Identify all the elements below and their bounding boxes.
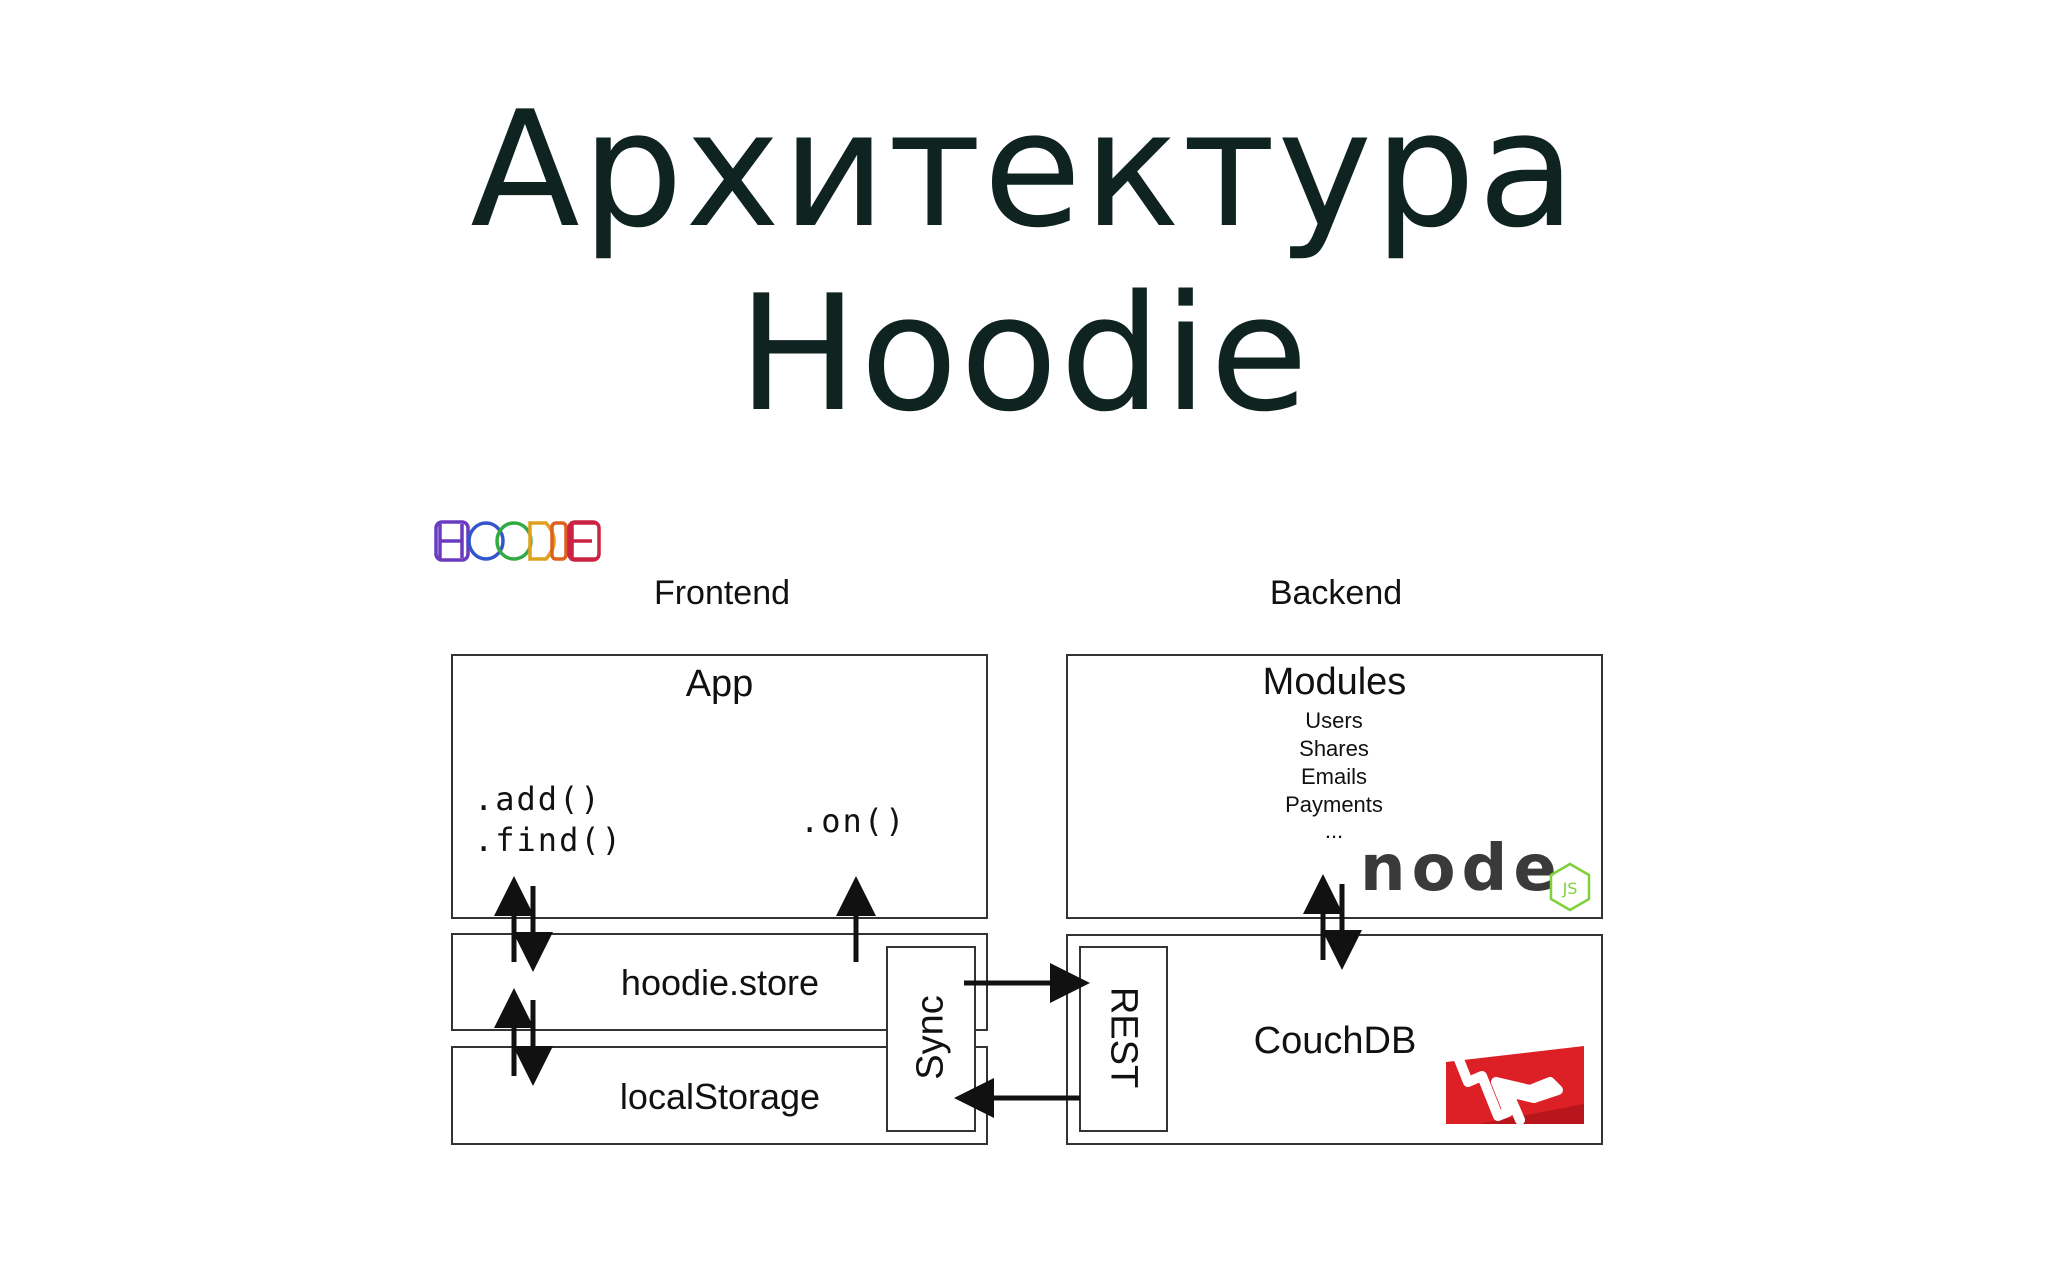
js-badge-text: JS <box>1562 879 1578 898</box>
frontend-label: Frontend <box>653 574 791 612</box>
app-box <box>451 654 988 919</box>
sync-label: Sync <box>909 995 952 1080</box>
rest-label: REST <box>1102 986 1145 1089</box>
nodejs-logo: node JS <box>1360 832 1600 912</box>
module-item-emails: Emails <box>1300 764 1367 789</box>
js-hexagon-icon: JS <box>1549 862 1591 912</box>
module-item-payments: Payments <box>1285 792 1383 817</box>
module-item-more: ... <box>1324 818 1344 843</box>
slide-title-line1: Архитектура <box>470 76 1578 263</box>
rest-box <box>1079 946 1168 1132</box>
hoodie-logo-h <box>438 524 464 558</box>
app-method-add: .add() <box>474 780 602 818</box>
backend-label: Backend <box>1269 574 1403 612</box>
nodejs-logo-text: node <box>1360 832 1563 906</box>
slide-title-line2: Hoodie <box>737 260 1311 447</box>
hoodie-store-label: hoodie.store <box>620 962 820 1003</box>
couchdb-label: CouchDB <box>1253 1020 1417 1062</box>
app-method-find: .find() <box>474 821 623 859</box>
app-method-on: .on() <box>800 802 907 840</box>
couchdb-logo-icon <box>1446 1046 1584 1125</box>
local-storage-label: localStorage <box>619 1076 821 1117</box>
module-item-shares: Shares <box>1299 736 1369 761</box>
module-item-users: Users <box>1305 708 1363 733</box>
app-title: App <box>685 663 754 705</box>
modules-title: Modules <box>1262 661 1407 703</box>
